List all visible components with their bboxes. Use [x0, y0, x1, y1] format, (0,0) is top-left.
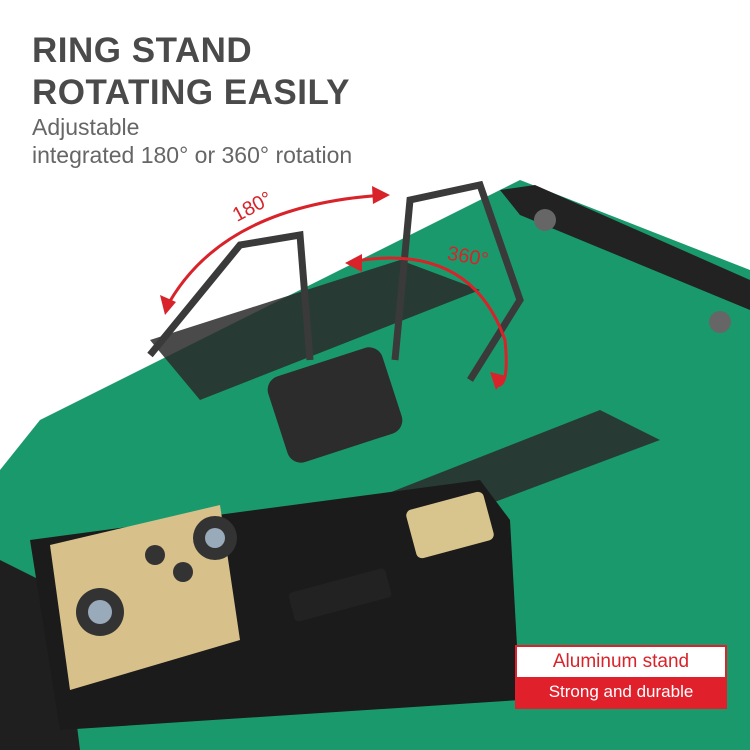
ring-left	[147, 230, 314, 361]
feature-badge: Aluminum stand Strong and durable	[515, 645, 727, 709]
headline-line-1: RING STAND	[32, 31, 253, 70]
arrow-360	[349, 256, 508, 387]
ring-base	[267, 347, 403, 463]
subtitle-line-1: Adjustable	[32, 114, 140, 140]
badge-bottom: Strong and durable	[517, 677, 725, 707]
subtitle: Adjustable integrated 180° or 360° rotat…	[32, 113, 352, 169]
ring-right	[391, 180, 524, 382]
arrow-180	[163, 193, 386, 311]
headline-line-2: ROTATING EASILY	[32, 73, 350, 112]
badge-top: Aluminum stand	[517, 647, 725, 677]
subtitle-line-2: integrated 180° or 360° rotation	[32, 142, 353, 168]
headline: RING STAND ROTATING EASILY	[32, 30, 350, 114]
grip-top	[150, 260, 480, 400]
case-bumper-right	[500, 185, 750, 310]
camera-panel	[50, 505, 240, 690]
